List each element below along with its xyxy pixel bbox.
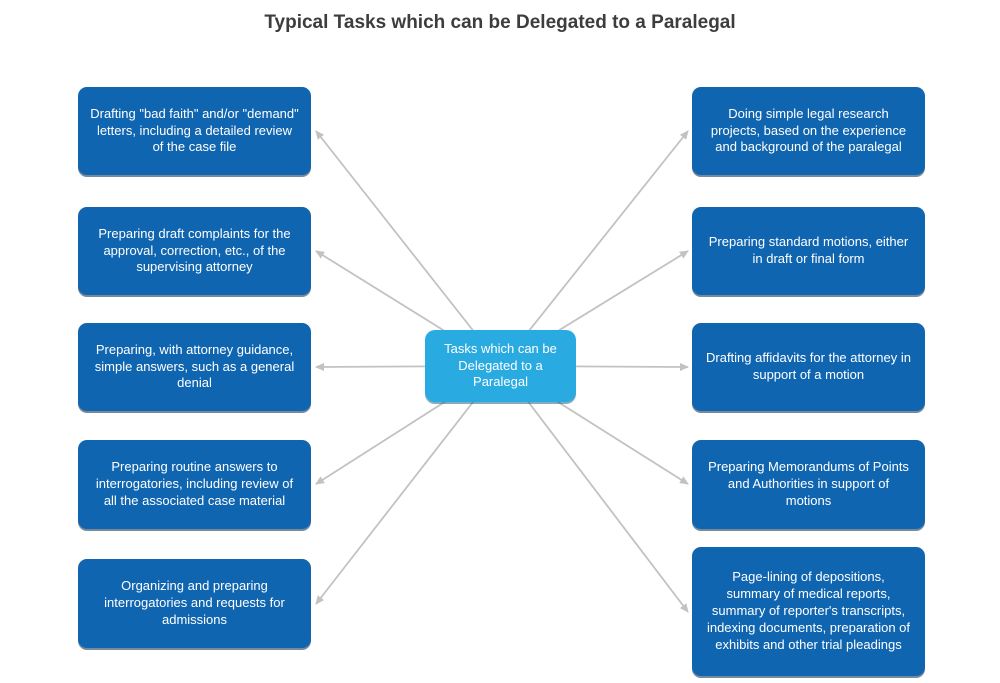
connector-left-5 [315, 365, 502, 605]
task-node-memorandums[interactable]: Preparing Memorandums of Points and Auth… [692, 440, 925, 529]
task-node-simple-answers[interactable]: Preparing, with attorney guidance, simpl… [78, 323, 311, 411]
task-node-label: Preparing draft complaints for the appro… [98, 225, 291, 275]
task-node-label: Preparing routine answers to interrogato… [95, 459, 294, 508]
connector-left-1 [315, 130, 502, 367]
connector-right-5 [500, 365, 689, 613]
task-node-label: Preparing, with attorney guidance, simpl… [94, 341, 295, 391]
center-node-tasks-delegated[interactable]: Tasks which can be Delegated to a Parale… [425, 330, 576, 402]
task-node-label: Organizing and preparing interrogatories… [104, 578, 285, 627]
task-node-label: Drafting affidavits for the attorney in … [706, 350, 911, 382]
center-node-label: Tasks which can be Delegated to a Parale… [444, 340, 557, 390]
task-node-label: Doing simple legal research projects, ba… [710, 105, 907, 155]
task-node-organizing-interrogatories[interactable]: Organizing and preparing interrogatories… [78, 559, 311, 648]
task-node-draft-complaints[interactable]: Preparing draft complaints for the appro… [78, 207, 311, 295]
task-node-drafting-affidavits[interactable]: Drafting affidavits for the attorney in … [692, 323, 925, 411]
task-node-page-lining-depositions[interactable]: Page-lining of depositions, summary of m… [692, 547, 925, 676]
task-node-legal-research[interactable]: Doing simple legal research projects, ba… [692, 87, 925, 175]
task-node-label: Drafting "bad faith" and/or "demand" let… [90, 105, 299, 155]
task-node-label: Preparing standard motions, either in dr… [708, 234, 909, 266]
task-node-label: Preparing Memorandums of Points and Auth… [708, 459, 909, 508]
task-node-drafting-bad-faith-letters[interactable]: Drafting "bad faith" and/or "demand" let… [78, 87, 311, 175]
diagram-title: Typical Tasks which can be Delegated to … [264, 12, 736, 33]
connector-right-1 [500, 130, 689, 367]
task-node-standard-motions[interactable]: Preparing standard motions, either in dr… [692, 207, 925, 295]
task-node-routine-answers[interactable]: Preparing routine answers to interrogato… [78, 440, 311, 529]
task-node-label: Page-lining of depositions, summary of m… [706, 569, 911, 652]
